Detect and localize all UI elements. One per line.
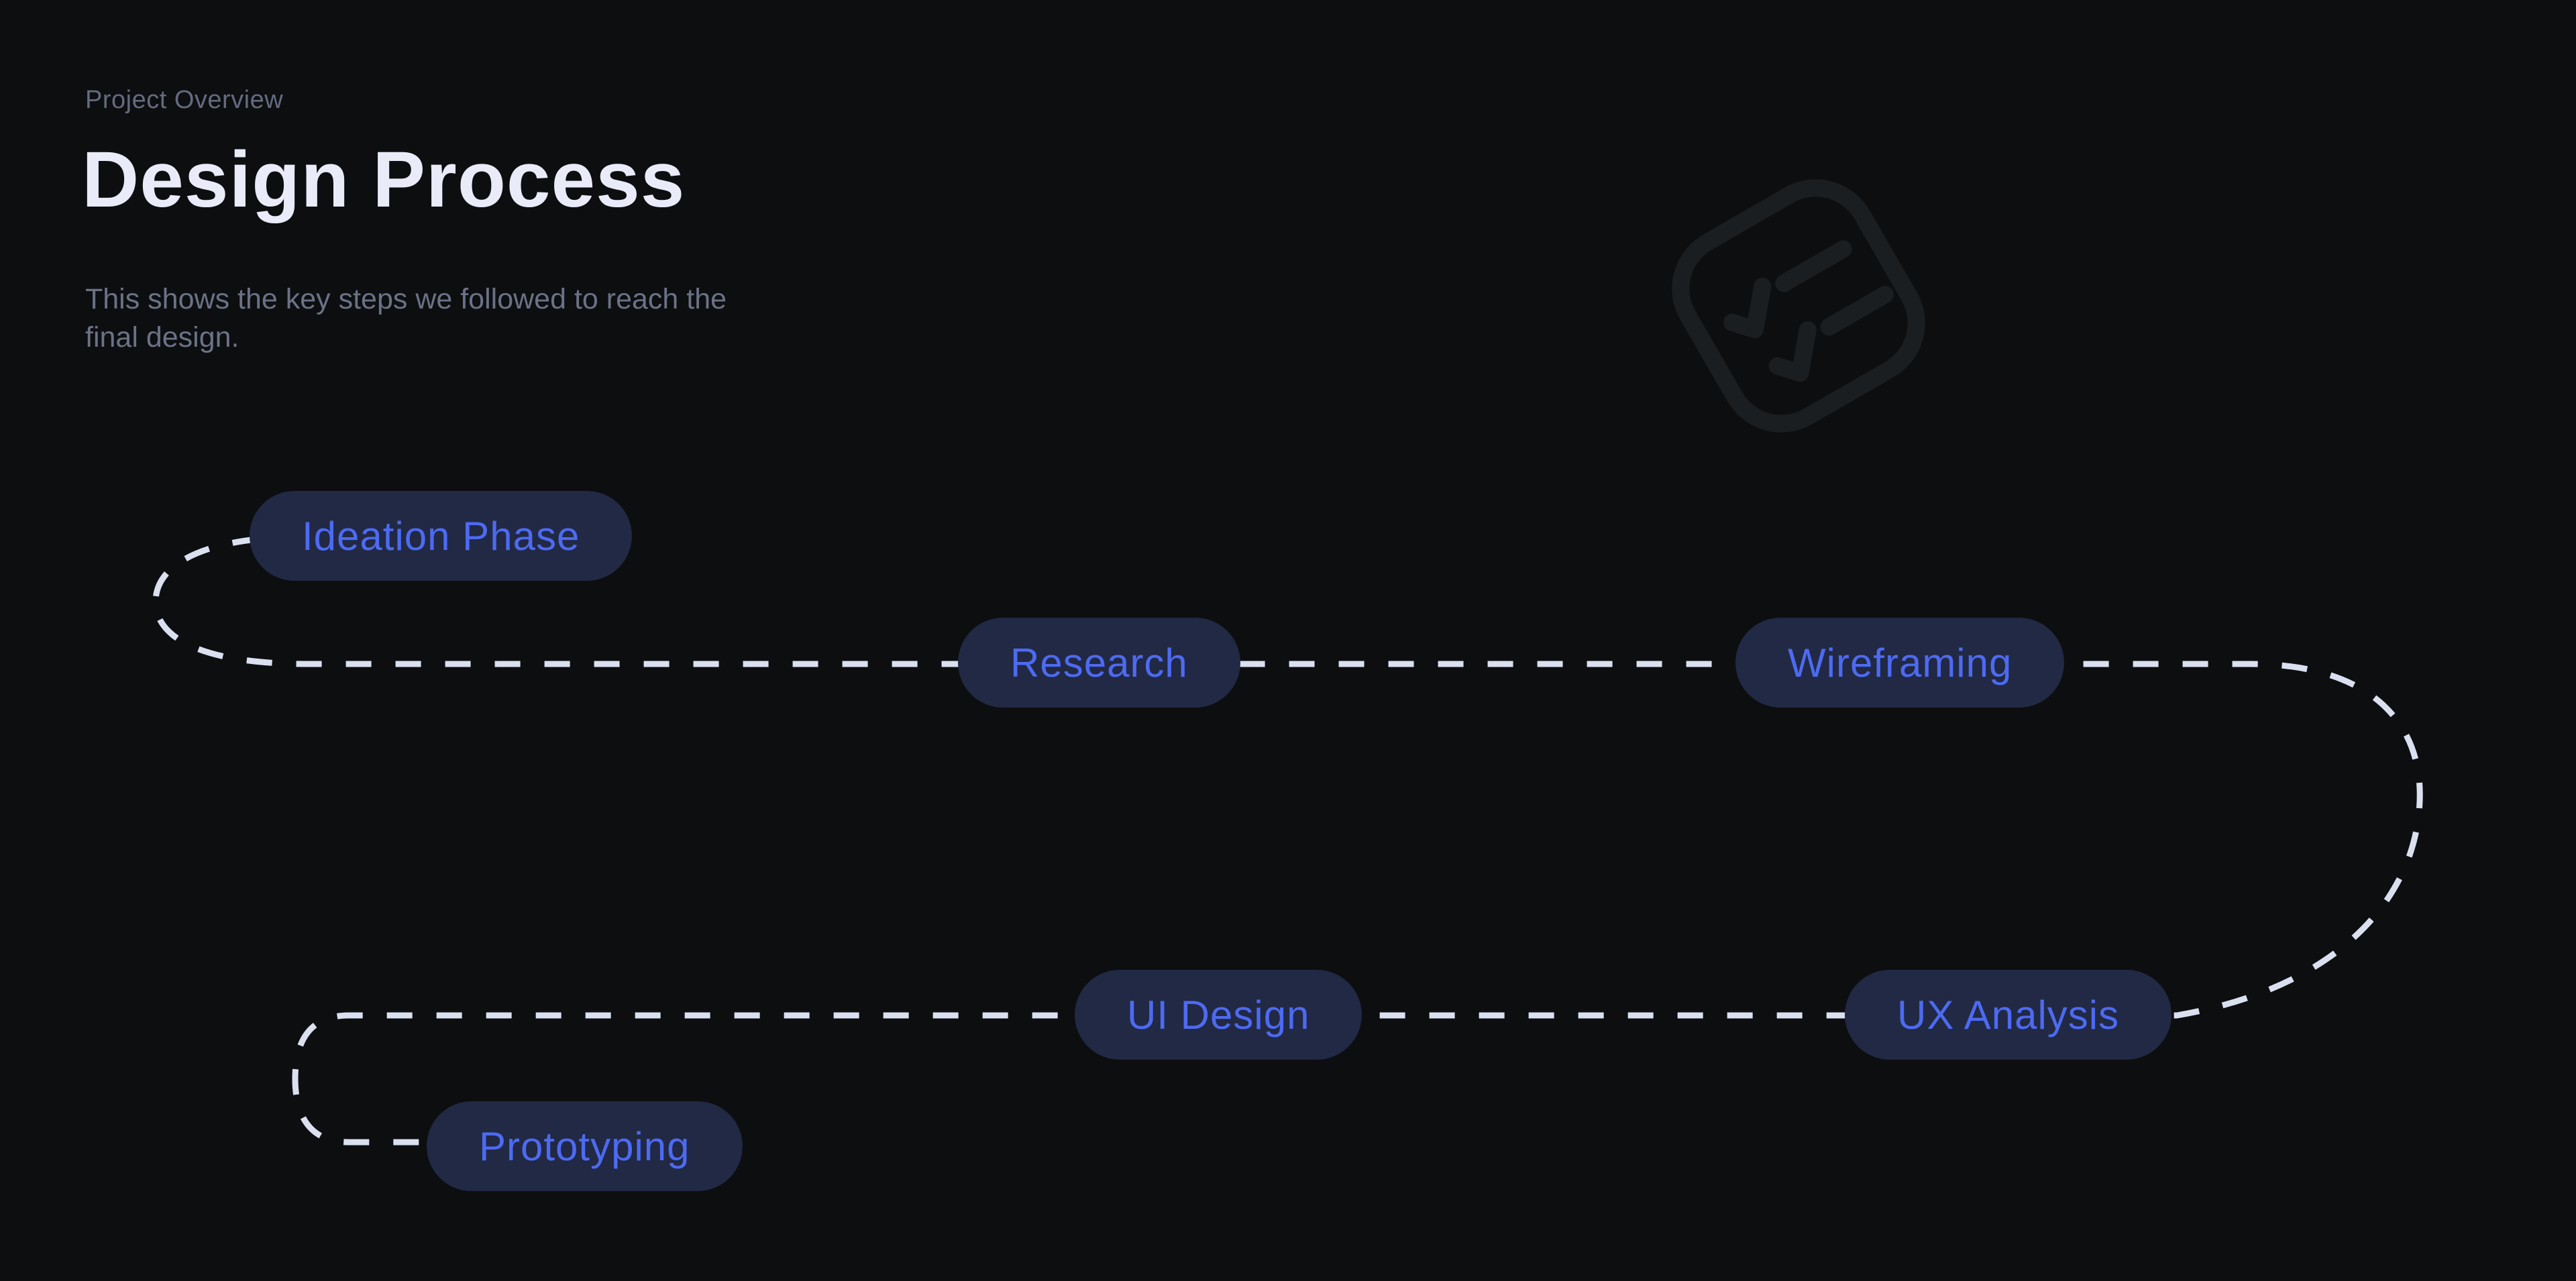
flow-node-ideation-phase: Ideation Phase [250,491,633,581]
eyebrow-label: Project Overview [85,86,284,114]
page-description: This shows the key steps we followed to … [85,280,727,357]
page-description-line2: final design. [85,321,239,353]
page-title: Design Process [82,135,686,224]
flow-node-prototyping: Prototyping [427,1101,743,1191]
checklist-icon-frame [1672,179,1925,433]
check-icon [1768,321,1817,382]
page-description-line1: This shows the key steps we followed to … [85,283,727,315]
flow-node-wireframing: Wireframing [1735,618,2065,708]
flow-node-ui-design: UI Design [1075,970,1362,1060]
check-icon [1723,277,1772,339]
flow-node-ux-analysis: UX Analysis [1845,970,2172,1060]
list-line-icon [1820,286,1894,336]
flow-node-research: Research [958,618,1240,708]
checklist-icon [1672,179,1925,433]
list-line-icon [1775,240,1852,292]
